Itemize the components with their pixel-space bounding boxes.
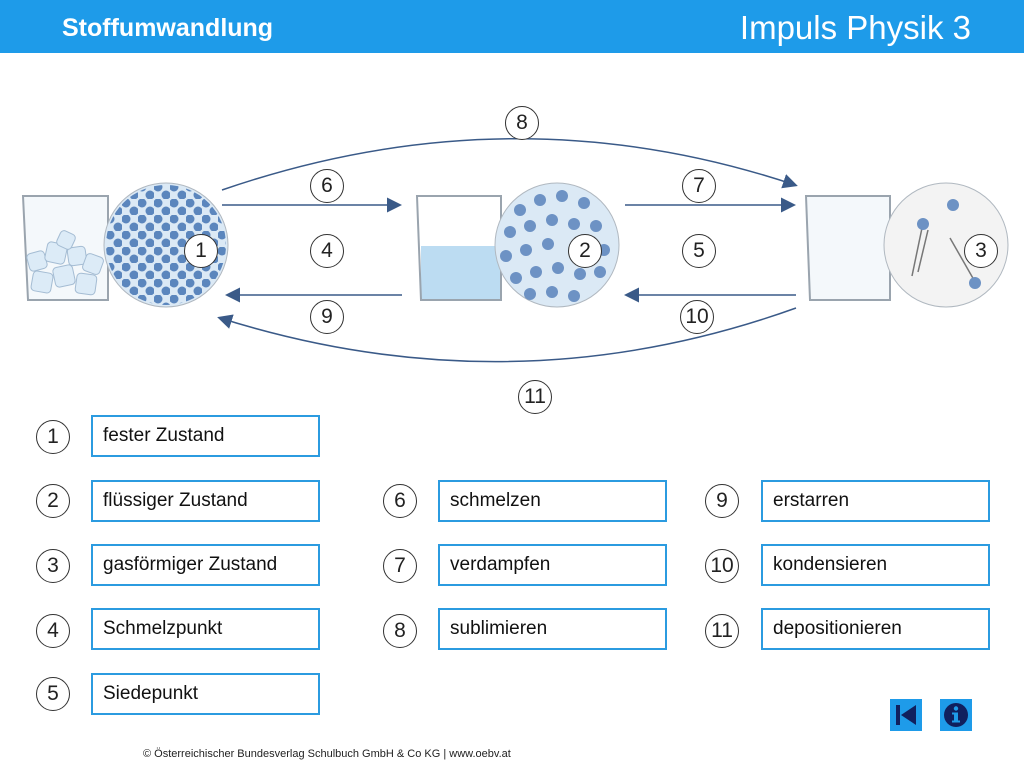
skip-back-icon bbox=[896, 705, 916, 725]
diagram-label-9: 9 bbox=[310, 300, 344, 334]
copyright-footer: © Österreichischer Bundesverlag Schulbuc… bbox=[143, 748, 511, 760]
legend-box-kondensieren[interactable]: kondensieren bbox=[761, 544, 990, 586]
diagram-label-8: 8 bbox=[505, 106, 539, 140]
legend-number-3: 3 bbox=[36, 549, 70, 583]
legend-box-verdampfen[interactable]: verdampfen bbox=[438, 544, 667, 586]
legend-box-siedepunkt[interactable]: Siedepunkt bbox=[91, 673, 320, 715]
diagram-label-11: 11 bbox=[518, 380, 552, 414]
diagram-label-7: 7 bbox=[682, 169, 716, 203]
particle-view-gas bbox=[883, 182, 1009, 308]
legend-box-erstarren[interactable]: erstarren bbox=[761, 480, 990, 522]
legend-number-2: 2 bbox=[36, 484, 70, 518]
legend-number-7: 7 bbox=[383, 549, 417, 583]
legend-number-11: 11 bbox=[705, 614, 739, 648]
diagram-label-6: 6 bbox=[310, 169, 344, 203]
state-change-diagram bbox=[21, 137, 1009, 363]
particle-view-solid bbox=[103, 182, 229, 308]
legend-number-6: 6 bbox=[383, 484, 417, 518]
diagram-label-3: 3 bbox=[964, 234, 998, 268]
diagram-label-10: 10 bbox=[680, 300, 714, 334]
legend-number-9: 9 bbox=[705, 484, 739, 518]
legend-box-sublimieren[interactable]: sublimieren bbox=[438, 608, 667, 650]
legend-number-8: 8 bbox=[383, 614, 417, 648]
legend-box-fluessiger-zustand[interactable]: flüssiger Zustand bbox=[91, 480, 320, 522]
beaker-gas bbox=[804, 195, 891, 301]
header-bar: Stoffumwandlung Impuls Physik 3 bbox=[0, 0, 1024, 53]
particle-view-liquid bbox=[494, 182, 620, 308]
legend-box-depositionieren[interactable]: depositionieren bbox=[761, 608, 990, 650]
legend-box-schmelzen[interactable]: schmelzen bbox=[438, 480, 667, 522]
legend-number-1: 1 bbox=[36, 420, 70, 454]
legend-number-5: 5 bbox=[36, 677, 70, 711]
diagram-label-5: 5 bbox=[682, 234, 716, 268]
diagram-label-1: 1 bbox=[184, 234, 218, 268]
arrow-sublimation bbox=[221, 137, 798, 191]
info-button[interactable] bbox=[940, 699, 972, 731]
back-button[interactable] bbox=[890, 699, 922, 731]
legend-number-4: 4 bbox=[36, 614, 70, 648]
page-title: Stoffumwandlung bbox=[62, 14, 274, 42]
legend-box-fester-zustand[interactable]: fester Zustand bbox=[91, 415, 320, 457]
diagram-label-4: 4 bbox=[310, 234, 344, 268]
info-icon bbox=[944, 703, 968, 727]
arrow-deposition bbox=[217, 307, 797, 363]
brand-title: Impuls Physik 3 bbox=[739, 9, 971, 46]
legend-box-schmelzpunkt[interactable]: Schmelzpunkt bbox=[91, 608, 320, 650]
beaker-solid bbox=[21, 195, 109, 301]
diagram-label-2: 2 bbox=[568, 234, 602, 268]
legend-box-gasfoermiger-zustand[interactable]: gasförmiger Zustand bbox=[91, 544, 320, 586]
beaker-liquid bbox=[415, 195, 502, 301]
legend-number-10: 10 bbox=[705, 549, 739, 583]
